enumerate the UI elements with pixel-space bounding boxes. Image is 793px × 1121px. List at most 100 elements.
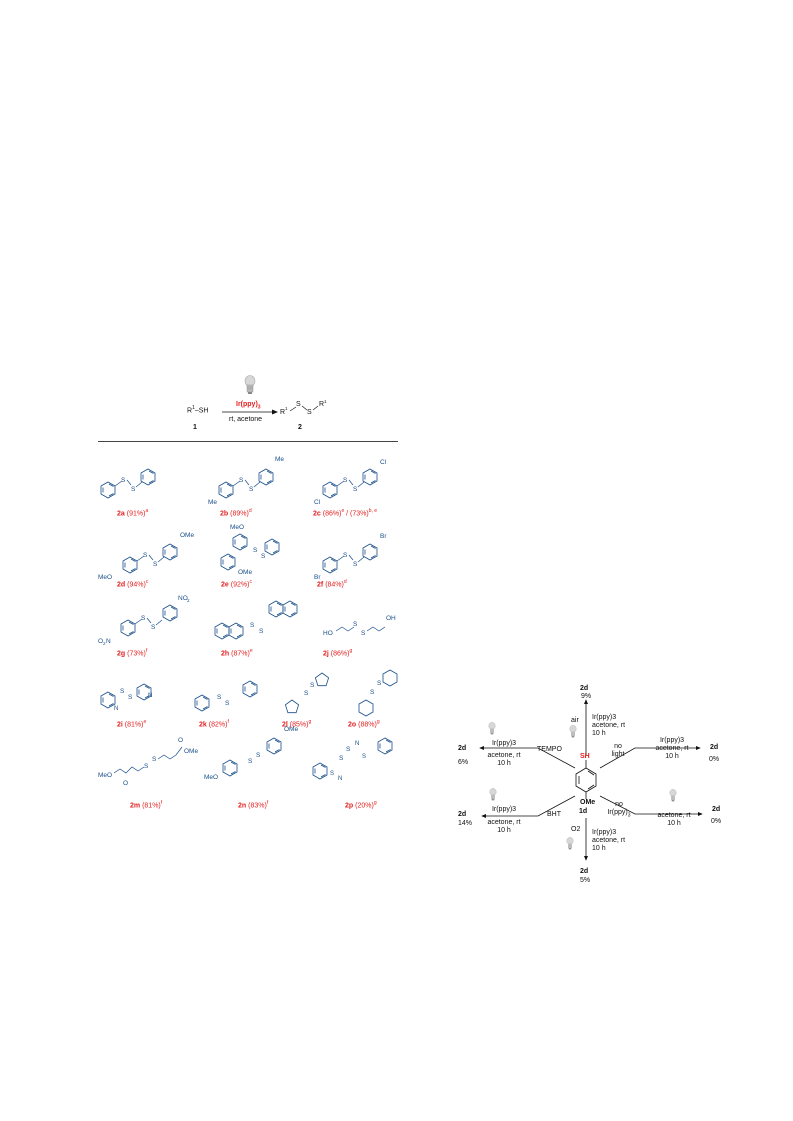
upper-right-product: 2d xyxy=(710,744,719,751)
lower-left-side-label: BHT xyxy=(547,811,561,818)
caption-2a: 2a (91%)a xyxy=(117,508,149,518)
svg-text:OH: OH xyxy=(386,615,396,622)
svg-text:Br: Br xyxy=(314,574,321,581)
svg-text:S: S xyxy=(330,771,334,777)
svg-text:S: S xyxy=(261,553,266,560)
caption-2h: 2h (87%)e xyxy=(221,648,253,658)
svg-text:S: S xyxy=(250,622,255,629)
svg-text:S: S xyxy=(153,561,158,568)
top-yield: 9% xyxy=(581,693,592,700)
catalyst-label: Ir(ppy)3 xyxy=(236,401,261,411)
light-bulb-icon xyxy=(669,789,677,802)
structure-2f: Br S S Br xyxy=(314,533,387,581)
structure-2h: S S xyxy=(214,600,298,640)
light-bulb-icon xyxy=(244,375,256,394)
svg-text:S: S xyxy=(141,615,146,622)
structure-2g: O 2 N S S NO 2 xyxy=(98,595,190,646)
svg-text:Me: Me xyxy=(275,456,284,463)
svg-text:S: S xyxy=(339,755,344,762)
structure-2k: S S xyxy=(194,680,258,712)
svg-text:S: S xyxy=(217,694,222,701)
svg-text:S: S xyxy=(353,621,358,628)
svg-text:Me: Me xyxy=(208,499,217,506)
svg-text:N: N xyxy=(338,776,342,782)
svg-text:S: S xyxy=(152,756,157,763)
svg-text:S: S xyxy=(131,486,136,493)
reactant-number: 1 xyxy=(193,424,197,431)
caption-2i: 2i (81%)e xyxy=(117,719,147,729)
lower-right-yield: 0% xyxy=(711,818,722,825)
structure-2a: S S xyxy=(100,468,156,499)
caption-2g: 2g (73%)f xyxy=(117,648,148,658)
caption-2j: 2j (86%)g xyxy=(323,648,353,658)
svg-text:S: S xyxy=(249,486,254,493)
svg-text:S: S xyxy=(346,746,351,753)
svg-text:S: S xyxy=(253,547,258,554)
structure-2o: S S xyxy=(358,669,398,717)
structure-2m: MeO O S S O OMe xyxy=(98,737,198,787)
product-number: 2 xyxy=(298,424,302,431)
upper-right-yield: 0% xyxy=(709,756,720,763)
svg-text:O: O xyxy=(98,638,103,645)
svg-text:S: S xyxy=(343,552,348,559)
svg-text:S: S xyxy=(353,486,358,493)
svg-text:MeO: MeO xyxy=(98,772,112,779)
svg-text:NO: NO xyxy=(178,595,188,602)
svg-text:Br: Br xyxy=(380,533,387,540)
structure-2e: MeO S S OMe xyxy=(220,524,280,576)
structure-2p: S N S S N S xyxy=(312,737,393,782)
svg-text:S: S xyxy=(225,700,230,707)
svg-text:N: N xyxy=(148,693,152,699)
center-sh-label: SH xyxy=(580,753,590,760)
caption-2d: 2d (94%)c xyxy=(117,579,149,589)
caption-2c: 2c (86%)e / (73%)b, e xyxy=(313,508,378,518)
lower-right-product: 2d xyxy=(712,806,721,813)
upper-left-conditions: Ir(ppy)3 xyxy=(491,740,517,747)
svg-text:S: S xyxy=(121,477,126,484)
svg-text:S: S xyxy=(128,694,133,701)
light-bulb-icon xyxy=(566,837,574,850)
caption-2b: 2b (89%)d xyxy=(220,508,252,518)
structure-2i: N S S N xyxy=(100,683,152,712)
svg-text:N: N xyxy=(355,741,359,747)
structure-2l: S S xyxy=(284,672,330,714)
svg-text:OMe: OMe xyxy=(284,726,298,733)
product-disulfide-structure: R 1 S S R 1 xyxy=(280,399,327,416)
caption-2f: 2f (84%)d xyxy=(317,579,347,589)
caption-2l: 2l (85%)g xyxy=(282,719,312,729)
svg-text:S: S xyxy=(248,758,253,765)
caption-2n: 2n (83%)f xyxy=(238,800,269,810)
caption-2m: 2m (81%)f xyxy=(130,800,163,810)
svg-text:N: N xyxy=(106,638,111,645)
structure-2b: Me S S Me xyxy=(208,456,284,506)
structure-2n: MeO S S OMe xyxy=(204,726,298,781)
svg-text:S: S xyxy=(310,682,315,689)
svg-text:S: S xyxy=(143,552,148,559)
svg-text:R: R xyxy=(319,401,324,408)
svg-text:S: S xyxy=(361,630,366,637)
upper-left-side-label: TEMPO xyxy=(537,746,562,753)
svg-text:OMe: OMe xyxy=(238,569,252,576)
structure-2d: MeO S S OMe xyxy=(98,532,194,581)
light-bulb-icon xyxy=(569,725,577,738)
light-bulb-icon xyxy=(488,722,496,735)
upper-left-yield: 6% xyxy=(458,759,469,766)
bottom-side-label: O2 xyxy=(571,826,581,833)
upper-left-product: 2d xyxy=(458,745,467,752)
lower-left-conditions: Ir(ppy)3 xyxy=(491,806,517,813)
bottom-yield: 5% xyxy=(580,877,591,884)
caption-2k: 2k (82%)f xyxy=(199,719,229,729)
center-ome-label: OMe xyxy=(580,799,596,806)
product-structures: S S Me S S Me Cl S S Cl xyxy=(98,456,398,787)
structure-2c: Cl S S Cl xyxy=(314,459,387,506)
svg-text:S: S xyxy=(144,763,149,770)
svg-text:S: S xyxy=(377,680,382,687)
top-side-label: air xyxy=(571,717,579,724)
conditions-label: rt, acetone xyxy=(229,416,263,423)
bottom-product: 2d xyxy=(580,868,589,875)
